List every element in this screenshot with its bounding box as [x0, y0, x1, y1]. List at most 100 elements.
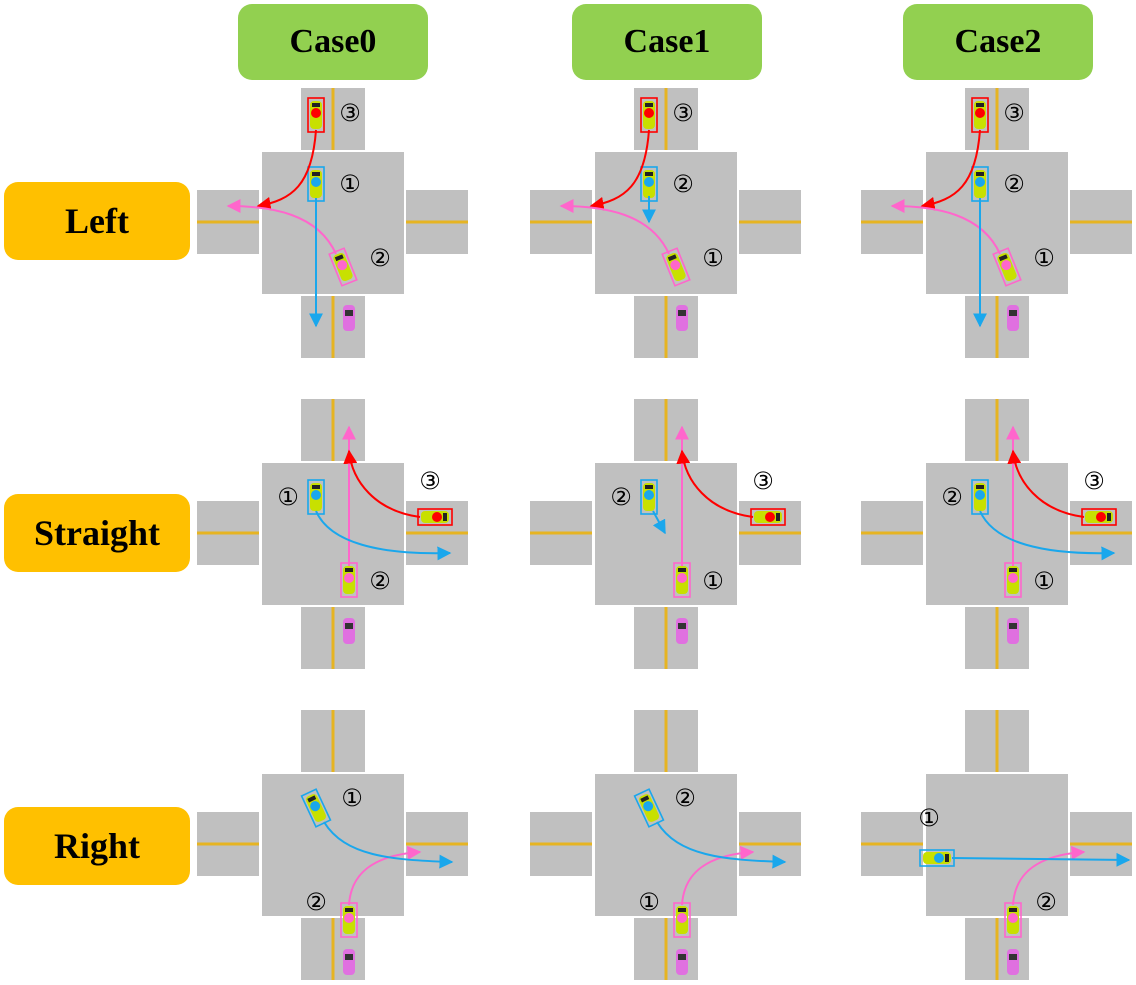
- vehicle-red: [640, 97, 658, 133]
- panel-case2-right: ①②: [861, 710, 1132, 980]
- parked-vehicle: [343, 618, 355, 644]
- vehicle-blue: [640, 479, 658, 515]
- vehicle-marker: [677, 573, 687, 583]
- marker-pink: ②: [305, 888, 327, 916]
- intersection-box: [595, 463, 737, 605]
- vehicle-marker: [644, 490, 654, 500]
- vehicle-outline: [300, 788, 332, 828]
- intersection-box: [262, 463, 404, 605]
- vehicle-marker: [311, 108, 321, 118]
- path-red: [1007, 449, 1085, 518]
- intersection-box: [595, 774, 737, 916]
- path-blue: [656, 821, 787, 869]
- vehicle-windshield: [998, 254, 1008, 262]
- path-pink: [1012, 845, 1086, 906]
- row-header-right: Right: [4, 807, 190, 885]
- vehicle-marker: [311, 177, 321, 187]
- panel-case1-right: ②①: [530, 710, 801, 980]
- parked-body: [676, 618, 688, 644]
- vehicle-pink: [673, 562, 691, 598]
- intersection-box: [926, 463, 1068, 605]
- column-header-case0: Case0: [238, 4, 428, 80]
- marker-blue: ②: [674, 784, 696, 812]
- vehicle-windshield: [976, 172, 984, 176]
- parked-body: [1007, 305, 1019, 331]
- vehicle-pink: [328, 247, 358, 287]
- parked-vehicle: [1007, 949, 1019, 975]
- parked-window: [1009, 310, 1017, 316]
- panel-case0-left: ③①②: [197, 88, 468, 358]
- vehicle-outline: [971, 479, 989, 515]
- vehicle-marker: [337, 260, 348, 271]
- vehicle-marker: [1008, 913, 1018, 923]
- vehicle-marker: [765, 512, 775, 522]
- path-pink: [681, 845, 755, 906]
- vehicle-windshield: [307, 795, 317, 803]
- vehicle-blue: [633, 788, 665, 828]
- marker-red: ③: [419, 467, 441, 495]
- parked-window: [345, 954, 353, 960]
- vehicle-windshield: [645, 485, 653, 489]
- marker-blue: ②: [672, 170, 694, 198]
- vehicle-windshield: [1009, 568, 1017, 572]
- parked-body: [676, 949, 688, 975]
- path-red: [256, 129, 317, 211]
- vehicle-marker: [644, 108, 654, 118]
- marker-red: ③: [1083, 467, 1105, 495]
- parked-window: [345, 623, 353, 629]
- parked-window: [678, 310, 686, 316]
- vehicle-outline: [661, 247, 691, 287]
- intersection-box: [595, 152, 737, 294]
- vehicle-marker: [310, 801, 321, 812]
- vehicle-marker: [311, 490, 321, 500]
- vehicle-pink: [992, 247, 1022, 287]
- marker-blue: ①: [341, 784, 363, 812]
- vehicle-marker: [975, 490, 985, 500]
- vehicle-outline: [633, 788, 665, 828]
- vehicle-marker: [1001, 260, 1012, 271]
- vehicle-marker: [1096, 512, 1106, 522]
- parked-window: [345, 310, 353, 316]
- intersection-box: [926, 774, 1068, 916]
- parked-vehicle: [676, 949, 688, 975]
- vehicle-marker: [344, 573, 354, 583]
- marker-pink: ①: [638, 888, 660, 916]
- vehicle-windshield: [345, 908, 353, 912]
- marker-blue: ①: [277, 483, 299, 511]
- vehicle-windshield: [345, 568, 353, 572]
- vehicle-marker: [677, 913, 687, 923]
- path-blue: [951, 852, 1131, 867]
- parked-body: [1007, 618, 1019, 644]
- vehicle-marker: [432, 512, 442, 522]
- vehicle-outline: [640, 479, 658, 515]
- row-header-straight: Straight: [4, 494, 190, 572]
- path-blue: [652, 510, 666, 535]
- marker-pink: ②: [369, 244, 391, 272]
- intersection-box: [262, 774, 404, 916]
- marker-blue: ②: [1003, 170, 1025, 198]
- parked-vehicle: [343, 949, 355, 975]
- marker-pink: ②: [369, 567, 391, 595]
- parked-body: [343, 949, 355, 975]
- panel-case1-left: ③②①: [530, 88, 801, 358]
- parked-body: [1007, 949, 1019, 975]
- panel-case1-straight: ②①③: [530, 399, 801, 669]
- parked-body: [343, 618, 355, 644]
- vehicle-windshield: [1107, 513, 1111, 521]
- path-red: [589, 129, 650, 211]
- marker-red: ③: [1003, 99, 1025, 127]
- parked-body: [343, 305, 355, 331]
- vehicle-pink: [340, 562, 358, 598]
- vehicle-windshield: [312, 485, 320, 489]
- vehicle-windshield: [334, 254, 344, 262]
- row-header-left: Left: [4, 182, 190, 260]
- vehicle-marker: [934, 853, 944, 863]
- vehicle-windshield: [678, 568, 686, 572]
- path-blue: [979, 510, 1116, 561]
- column-header-case2: Case2: [903, 4, 1093, 80]
- intersection-box: [926, 152, 1068, 294]
- parked-body: [676, 305, 688, 331]
- vehicle-marker: [670, 260, 681, 271]
